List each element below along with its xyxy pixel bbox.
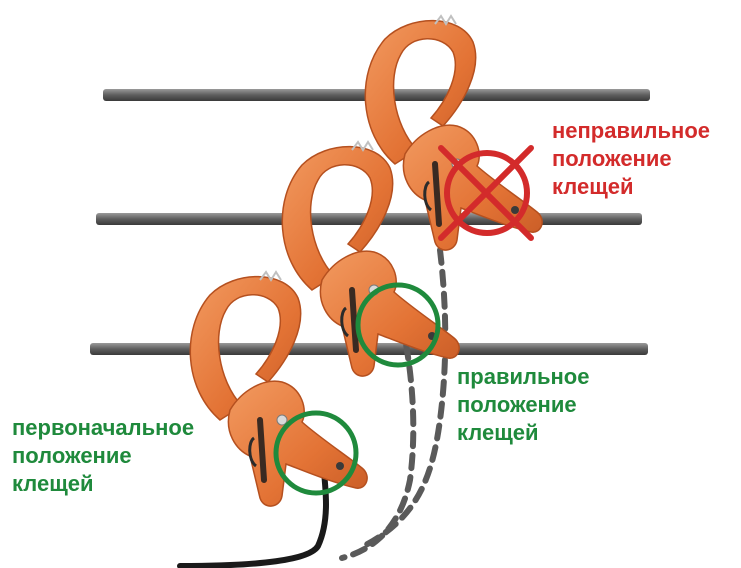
label-right-line: правильное [457,363,589,391]
label-right-line: клещей [457,419,589,447]
label-initial-line: клещей [12,470,194,498]
label-right-line: положение [457,391,589,419]
label-initial-position: первоначальное положение клещей [12,414,194,498]
label-initial-line: положение [12,442,194,470]
label-right-position: правильное положение клещей [457,363,589,447]
label-wrong-line: положение [552,145,710,173]
label-wrong-line: неправильное [552,117,710,145]
label-wrong-position: неправильное положение клещей [552,117,710,201]
label-wrong-line: клещей [552,173,710,201]
label-initial-line: первоначальное [12,414,194,442]
